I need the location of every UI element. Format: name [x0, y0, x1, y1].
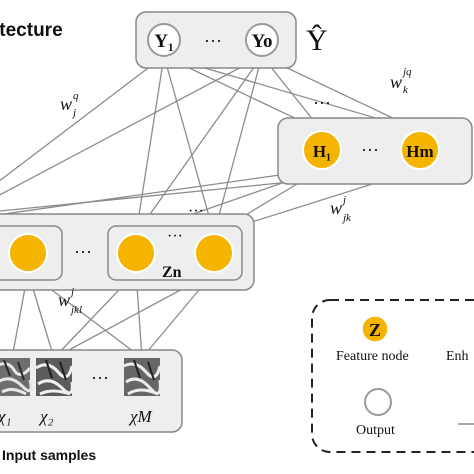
legend-feature-node [361, 315, 389, 343]
legend-output-node [364, 388, 392, 416]
connection-line [0, 168, 323, 216]
diagram-title: itecture [0, 20, 63, 41]
weight-label-w-jkl-j: w j jkl [58, 286, 82, 316]
enhancement-node-h1-label: H₁ [313, 142, 331, 161]
connection-line [135, 55, 263, 235]
feature-node-zn-1 [116, 233, 156, 273]
output-ellipsis: ··· [204, 31, 222, 51]
connection-line [135, 55, 165, 235]
output-node-y1 [147, 23, 181, 57]
svg-text:q: q [73, 90, 79, 102]
legend-feature-text: Feature node [336, 349, 409, 364]
weight-label-w-j-q: w q j [60, 90, 79, 119]
output-layer-label: Ŷ [306, 24, 328, 57]
input-image-m [123, 358, 162, 396]
input-label-m: χM [128, 407, 152, 426]
feature-node-zn-2 [194, 233, 234, 273]
input-image-1 [0, 358, 33, 396]
svg-text:jkl: jkl [69, 304, 82, 316]
svg-text:jq: jq [401, 66, 412, 78]
connection-line [0, 55, 263, 196]
enhancement-ellipsis: ··· [361, 140, 379, 160]
enhancement-node-hm [400, 130, 440, 170]
enhancement-top-ellipsis: ··· [313, 93, 331, 113]
svg-text:jk: jk [341, 212, 352, 224]
svg-text:w: w [60, 94, 72, 114]
connection-line [163, 55, 215, 235]
svg-text:j: j [71, 107, 76, 119]
legend-feature-symbol: Z [369, 320, 381, 340]
output-node-y1-label: Y₁ [154, 31, 173, 52]
input-label-2: χ₂ [38, 407, 53, 426]
svg-text:j: j [341, 194, 346, 206]
legend-enh-text: Enh [446, 349, 469, 364]
input-label-1: χ₁ [0, 407, 11, 426]
output-node-yo-label: Yo [251, 31, 272, 52]
svg-text:w: w [330, 198, 342, 218]
feature-top-ellipsis: ··· [188, 203, 204, 220]
weight-label-w-jk-j: w j jk [330, 194, 352, 224]
enhancement-node-h1 [302, 130, 342, 170]
svg-text:j: j [69, 286, 74, 298]
feature-ellipsis: ··· [74, 242, 92, 262]
svg-text:k: k [403, 84, 409, 96]
svg-text:w: w [390, 72, 402, 92]
feature-group-ellipsis: ··· [167, 228, 183, 245]
input-caption: Input samples [2, 447, 96, 463]
legend-output-text: Output [356, 423, 395, 438]
legend-box [311, 299, 474, 453]
feature-node-left [8, 233, 48, 273]
weight-label-w-k-jq: w jq k [390, 66, 412, 96]
input-ellipsis: ··· [91, 368, 109, 388]
output-node-yo [245, 23, 279, 57]
connection-line [0, 55, 165, 182]
svg-text:w: w [58, 290, 70, 310]
feature-group-label: Zn [162, 264, 182, 281]
enhancement-node-hm-label: Hm [406, 142, 433, 161]
input-image-2 [35, 358, 74, 396]
